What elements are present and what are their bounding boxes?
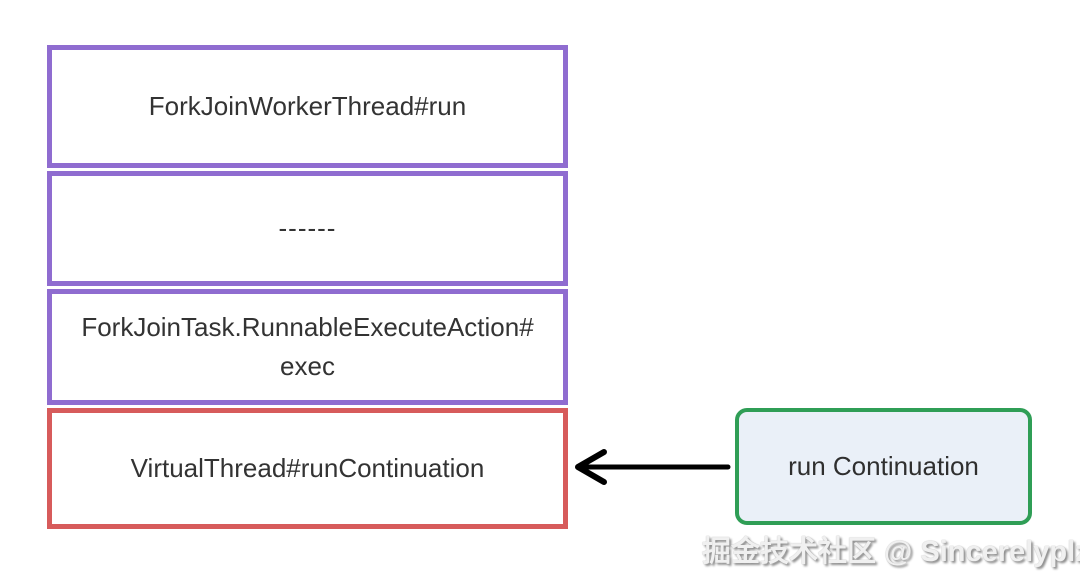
- left-arrow-icon: [575, 449, 731, 485]
- stack-frame-forkjoinworkerthread-run: ForkJoinWorkerThread#run: [47, 45, 568, 168]
- stack-frame-ellipsis: ------: [47, 171, 568, 286]
- run-continuation-label: run Continuation: [788, 451, 979, 481]
- run-continuation-callout: run Continuation: [735, 408, 1032, 525]
- stack-frame-forkjointask-exec: ForkJoinTask.RunnableExecuteAction# exec: [47, 289, 568, 405]
- stack-frame-virtualthread-runcontinuation: VirtualThread#runContinuation: [47, 408, 568, 529]
- call-stack: ForkJoinWorkerThread#run ------ ForkJoin…: [47, 45, 568, 529]
- watermark: 掘金技术社区 @ Sincerelyplz: [702, 536, 1080, 568]
